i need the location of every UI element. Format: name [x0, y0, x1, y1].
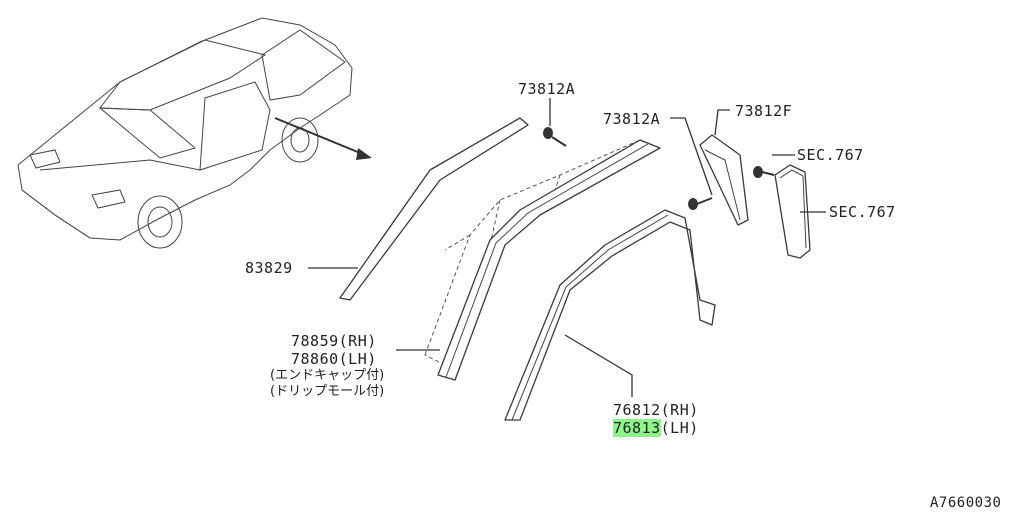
diagram-id: A7660030: [930, 495, 1002, 511]
note-end-cap: (エンドキャップ付): [270, 368, 385, 383]
clip-73812a-1: [543, 127, 567, 147]
label-83829: 83829: [245, 259, 293, 277]
note-drip-molding: (ドリップモール付): [270, 384, 385, 399]
label-76813: 76813(LH): [613, 419, 699, 437]
label-76812: 76812(RH): [613, 401, 699, 419]
part-78859-molding: [437, 139, 661, 381]
part-sec767-screw: [753, 166, 775, 178]
pointer-arrow: [274, 117, 372, 160]
label-76813-suffix: (LH): [660, 419, 699, 437]
label-78860: 78860(LH): [291, 350, 377, 368]
part-76812-sash: [504, 209, 716, 421]
highlighted-part-number[interactable]: 76813: [613, 419, 661, 437]
label-73812a-mid: 73812A: [603, 110, 661, 128]
part-83829-molding: [339, 117, 529, 301]
part-73812f-bracket: [699, 134, 749, 226]
label-sec767-bottom: SEC.767: [829, 203, 896, 221]
label-sec767-top: SEC.767: [797, 146, 864, 164]
clip-73812a-2: [688, 197, 713, 210]
label-73812f: 73812F: [735, 102, 793, 120]
label-78859: 78859(RH): [291, 332, 377, 350]
label-73812a-top: 73812A: [518, 80, 576, 98]
car-illustration: [17, 17, 353, 249]
